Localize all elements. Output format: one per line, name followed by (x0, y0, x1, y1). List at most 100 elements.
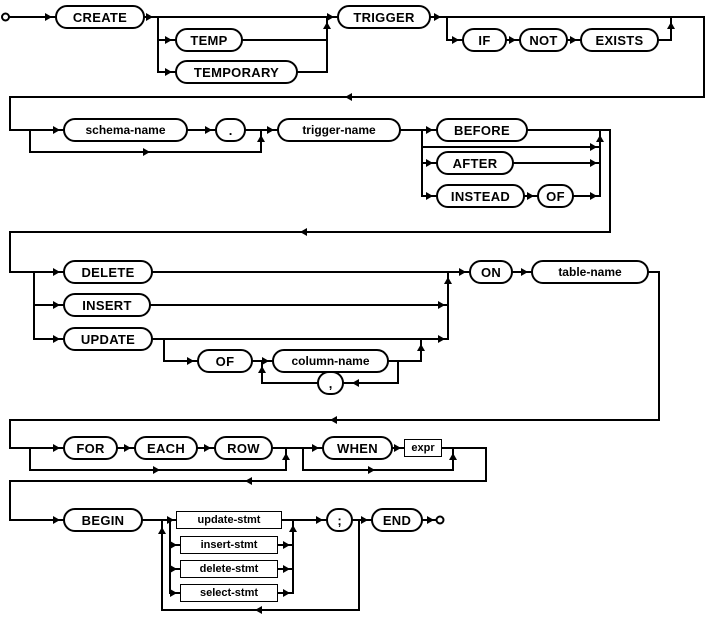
arrowhead-icon (327, 13, 334, 21)
arrowhead-icon (283, 589, 290, 597)
arrowhead-icon (444, 277, 452, 284)
nonterminal-trigger-name: trigger-name (277, 118, 401, 142)
arrowhead-icon (427, 516, 434, 524)
arrowhead-icon (509, 36, 516, 44)
arrowhead-icon (187, 357, 194, 365)
arrowhead-icon (438, 335, 445, 343)
terminal-not: NOT (519, 28, 568, 52)
terminal-of: OF (537, 184, 574, 208)
arrowhead-icon (245, 477, 252, 485)
arrowhead-icon (289, 525, 297, 532)
arrowhead-icon (345, 93, 352, 101)
terminal-begin: BEGIN (63, 508, 143, 532)
arrowhead-icon (570, 36, 577, 44)
arrowhead-icon (438, 301, 445, 309)
terminal-exists: EXISTS (580, 28, 659, 52)
arrowhead-icon (255, 606, 262, 614)
arrowhead-icon (146, 13, 153, 21)
arrowhead-icon (323, 22, 331, 29)
arrowhead-icon (53, 335, 60, 343)
arrowhead-icon (258, 366, 266, 373)
nonterminal-column-name: column-name (272, 349, 389, 373)
arrowhead-icon (262, 357, 269, 365)
arrowhead-icon (53, 444, 60, 452)
terminal-create: CREATE (55, 5, 145, 29)
arrowhead-icon (417, 344, 425, 351)
arrowhead-icon (205, 126, 212, 134)
arrowhead-icon (312, 444, 319, 452)
arrowhead-icon (170, 589, 177, 597)
arrowhead-icon (316, 516, 323, 524)
arrowhead-icon (330, 416, 337, 424)
arrowhead-icon (124, 444, 131, 452)
arrowhead-icon (53, 301, 60, 309)
arrowhead-icon (170, 541, 177, 549)
arrowhead-icon (590, 143, 597, 151)
terminal-when: WHEN (322, 436, 393, 460)
arrowhead-icon (45, 13, 52, 21)
arrowhead-icon (449, 453, 457, 460)
arrowhead-icon (590, 159, 597, 167)
terminal-after: AFTER (436, 151, 514, 175)
terminal-end: END (371, 508, 423, 532)
arrowhead-icon (143, 148, 150, 156)
arrowhead-icon (283, 541, 290, 549)
arrowhead-icon (165, 36, 172, 44)
arrowhead-icon (426, 192, 433, 200)
arrowhead-icon (452, 36, 459, 44)
arrowhead-icon (596, 135, 604, 142)
terminal-insert: INSERT (63, 293, 151, 317)
terminal-delete: DELETE (63, 260, 153, 284)
terminal-temporary: TEMPORARY (175, 60, 298, 84)
arrowhead-icon (53, 126, 60, 134)
arrowhead-icon (426, 159, 433, 167)
arrowhead-icon (204, 444, 211, 452)
terminal-row: ROW (214, 436, 273, 460)
terminal-on: ON (469, 260, 513, 284)
start-terminal-icon (1, 12, 10, 22)
arrowhead-icon (283, 565, 290, 573)
arrowhead-icon (53, 516, 60, 524)
terminal-of-2: OF (197, 349, 253, 373)
arrowhead-icon (368, 466, 375, 474)
arrowhead-icon (434, 13, 441, 21)
arrowhead-icon (459, 268, 466, 276)
arrowhead-icon (267, 126, 274, 134)
terminal-before: BEFORE (436, 118, 528, 142)
nonterminal-update-stmt[interactable]: update-stmt (176, 511, 282, 529)
terminal-trigger: TRIGGER (337, 5, 431, 29)
arrowhead-icon (361, 516, 368, 524)
arrowhead-icon (352, 379, 359, 387)
arrowhead-icon (153, 466, 160, 474)
end-terminal-icon (435, 515, 445, 525)
terminal-for: FOR (63, 436, 118, 460)
arrowhead-icon (170, 565, 177, 573)
nonterminal-insert-stmt[interactable]: insert-stmt (180, 536, 278, 554)
terminal-if: IF (462, 28, 507, 52)
arrowhead-icon (590, 192, 597, 200)
literal-comma: , (317, 371, 344, 395)
arrowhead-icon (257, 135, 265, 142)
arrowhead-icon (167, 516, 174, 524)
nonterminal-schema-name: schema-name (63, 118, 188, 142)
arrowhead-icon (521, 268, 528, 276)
literal-dot: . (215, 118, 246, 142)
arrowhead-icon (165, 68, 172, 76)
arrowhead-icon (300, 228, 307, 236)
nonterminal-delete-stmt[interactable]: delete-stmt (180, 560, 278, 578)
terminal-instead: INSTEAD (436, 184, 525, 208)
arrowhead-icon (527, 192, 534, 200)
arrowhead-icon (426, 126, 433, 134)
terminal-update: UPDATE (63, 327, 153, 351)
nonterminal-expr[interactable]: expr (404, 439, 442, 457)
literal-semicolon: ; (326, 508, 353, 532)
arrowhead-icon (394, 444, 401, 452)
terminal-each: EACH (134, 436, 198, 460)
nonterminal-select-stmt[interactable]: select-stmt (180, 584, 278, 602)
terminal-temp: TEMP (175, 28, 243, 52)
nonterminal-table-name: table-name (531, 260, 649, 284)
arrowhead-icon (53, 268, 60, 276)
arrowhead-icon (667, 22, 675, 29)
arrowhead-icon (158, 527, 166, 534)
